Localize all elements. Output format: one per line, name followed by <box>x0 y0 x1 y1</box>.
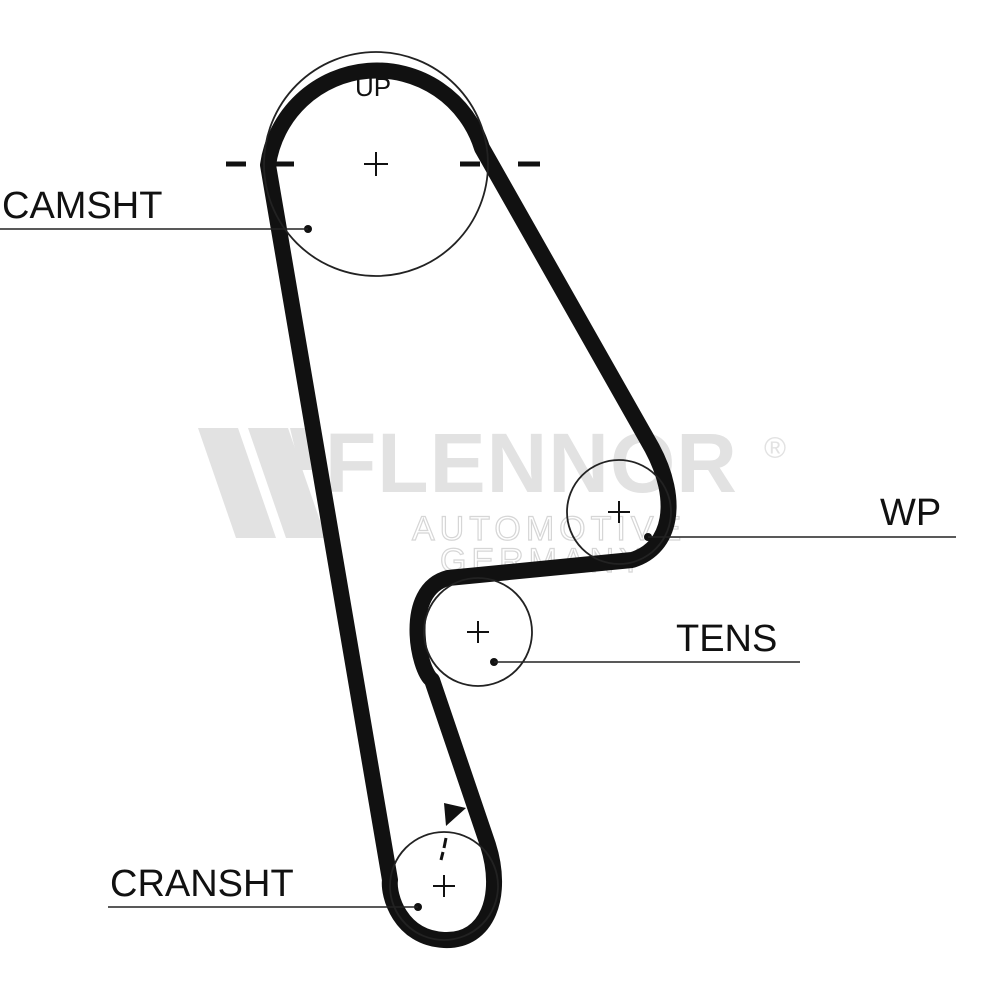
tensioner-pulley <box>423 577 533 687</box>
label-water-pump: WP <box>880 492 941 534</box>
watermark-registered-mark: ® <box>764 432 786 465</box>
watermark-line-1: AUTOMOTIVE <box>412 510 686 548</box>
label-up: UP <box>355 72 391 102</box>
rotation-arrow-icon <box>444 803 466 826</box>
leader-lines <box>0 228 956 908</box>
crankshaft-pulley <box>389 831 499 941</box>
label-camshaft: CAMSHT <box>2 185 162 227</box>
label-crankshaft: CRANSHT <box>110 863 294 905</box>
label-tensioner: TENS <box>676 618 777 660</box>
watermark: FLENNOR ® AUTOMOTIVE GERMANY <box>198 416 786 581</box>
